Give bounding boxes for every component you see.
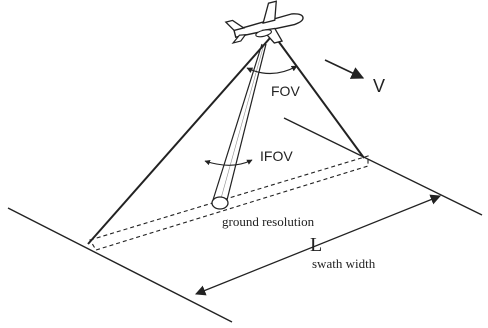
swath-width-label: swath width — [312, 256, 376, 271]
fov-right-edge — [275, 37, 365, 159]
ground-near-edge — [7, 207, 233, 323]
fov-label: FOV — [271, 83, 300, 99]
ifov-label: IFOV — [260, 148, 293, 164]
ground-far-edge — [283, 117, 483, 216]
aircraft-icon — [224, 0, 304, 44]
ifov-arc — [204, 159, 253, 166]
velocity-arrow — [324, 59, 365, 79]
velocity-label: V — [373, 76, 385, 96]
fov-left-edge — [87, 37, 271, 245]
swath-length-label: L — [310, 234, 322, 256]
ifov-beam — [211, 43, 267, 210]
ground-swath-footprint — [89, 155, 369, 251]
fov-arc — [246, 65, 298, 75]
swath-width-arrow — [195, 194, 441, 296]
ground-resolution-label: ground resolution — [222, 214, 315, 229]
ground-resolution-spot — [211, 196, 229, 210]
